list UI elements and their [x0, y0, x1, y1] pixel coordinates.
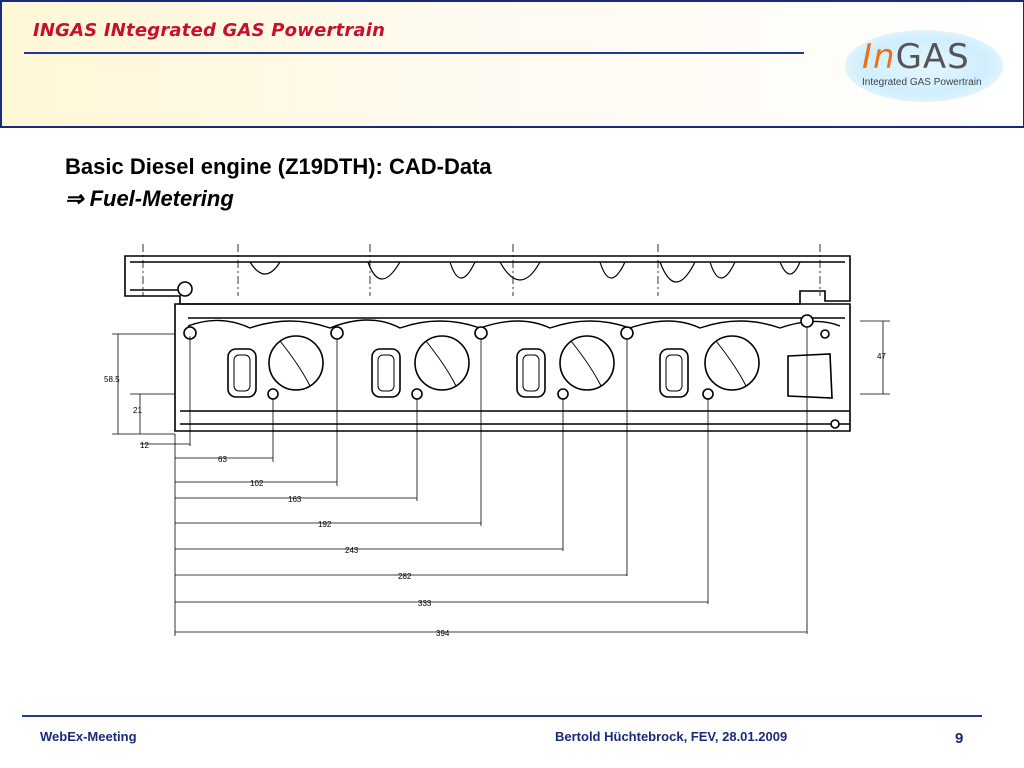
slide-title: Basic Diesel engine (Z19DTH): CAD-Data: [65, 154, 492, 179]
dim-102: 102: [250, 479, 264, 488]
logo-wordmark: InGAS: [862, 40, 970, 74]
dim-243: 243: [345, 546, 359, 555]
slide-header: INGAS INtegrated GAS Powertrain InGAS In…: [0, 0, 1024, 128]
dim-12: 12: [140, 441, 149, 450]
dim-163: 163: [288, 495, 302, 504]
dim-47: 47: [877, 352, 886, 361]
page-number: 9: [955, 730, 964, 747]
header-divider: [24, 52, 804, 54]
dim-192: 192: [318, 520, 332, 529]
dim-21: 21: [133, 406, 142, 415]
logo-in: In: [862, 37, 896, 77]
cad-drawing: 58.5 21 47 12 63 102 163 192 243 282 333…: [104, 244, 890, 638]
footer-author-date: Bertold Hüchtebrock, FEV, 28.01.2009: [555, 729, 788, 744]
logo-background: [845, 30, 1003, 102]
header-title: INGAS INtegrated GAS Powertrain: [33, 20, 386, 41]
logo-tagline: Integrated GAS Powertrain: [862, 77, 982, 88]
dim-58-5: 58.5: [104, 375, 120, 384]
logo-gas: GAS: [895, 37, 970, 77]
dim-394: 394: [436, 629, 450, 638]
ingas-logo: InGAS Integrated GAS Powertrain: [845, 24, 1005, 104]
footer-divider: [22, 715, 982, 717]
dim-282: 282: [398, 572, 412, 581]
slide-subtitle: ⇒ Fuel-Metering: [65, 184, 234, 214]
footer-meeting: WebEx-Meeting: [40, 729, 137, 744]
dim-333: 333: [418, 599, 432, 608]
subtitle-text: Fuel-Metering: [89, 186, 234, 211]
implies-arrow: ⇒: [65, 186, 84, 211]
dim-63: 63: [218, 455, 227, 464]
